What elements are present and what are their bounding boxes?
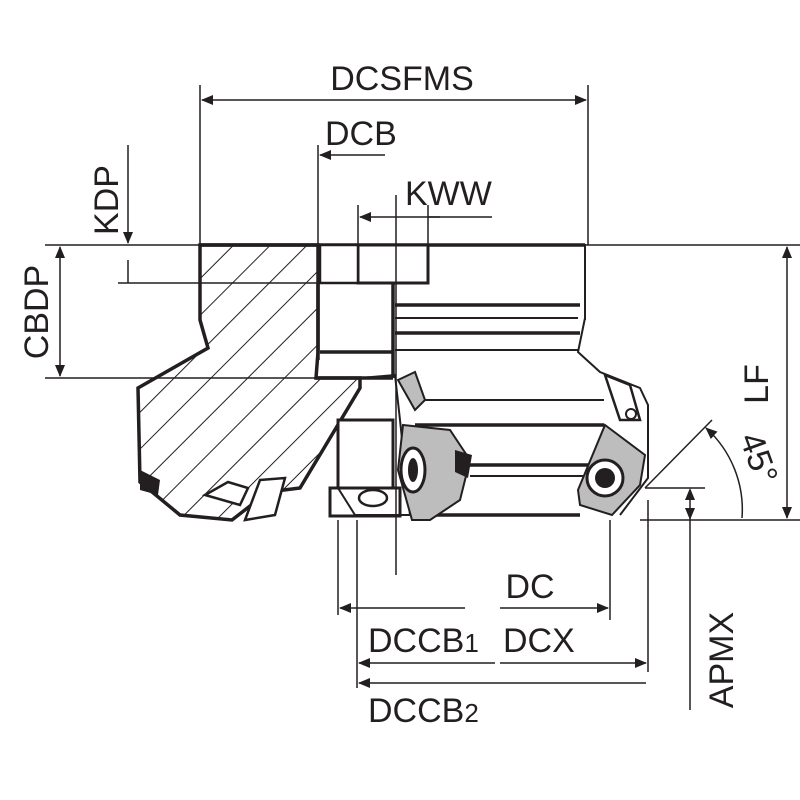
label-kdp: KDP bbox=[88, 165, 126, 235]
label-45-degrees: 45° bbox=[732, 428, 785, 489]
label-dccb1: DCCB1 bbox=[368, 622, 479, 660]
dimension-labels: DCSFMS DCB KWW KDP CBDP LF 45° DC DCCB1 … bbox=[18, 60, 785, 730]
label-apmx: APMX bbox=[703, 612, 741, 708]
label-cbdp: CBDP bbox=[18, 265, 56, 359]
label-dc: DC bbox=[505, 568, 554, 606]
key-slot bbox=[356, 243, 430, 285]
label-dcb: DCB bbox=[325, 115, 397, 153]
label-dccb2: DCCB2 bbox=[368, 692, 479, 730]
label-kww: KWW bbox=[405, 175, 492, 213]
cutter-body bbox=[136, 243, 649, 522]
label-lf: LF bbox=[738, 364, 776, 404]
insert-right bbox=[576, 372, 647, 517]
dimension-lines bbox=[45, 85, 800, 710]
label-dcsfms: DCSFMS bbox=[330, 60, 474, 98]
label-dcx: DCX bbox=[503, 622, 575, 660]
hatched-section bbox=[136, 243, 362, 522]
insert-center bbox=[396, 370, 472, 521]
